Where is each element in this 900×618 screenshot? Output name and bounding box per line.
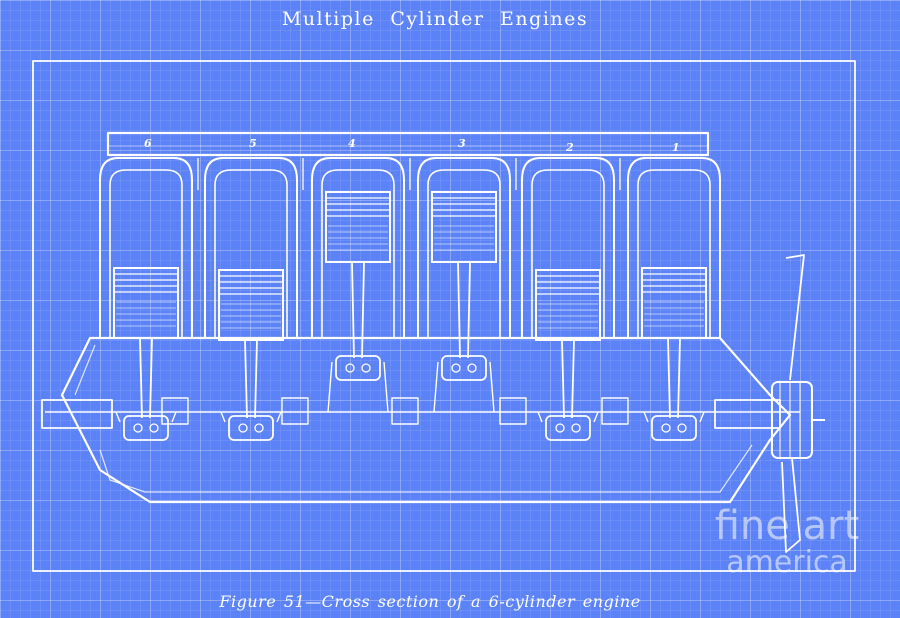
bearing-bolt — [361, 363, 371, 373]
cylinder-bore — [637, 169, 711, 338]
cylinder-bore — [321, 169, 395, 338]
crank-throw — [537, 411, 599, 423]
cylinder-jacket — [417, 157, 511, 338]
bearing-bolt — [661, 423, 671, 433]
rear-bearing — [714, 399, 781, 429]
cylinder-label: 4 — [348, 137, 356, 150]
piston — [641, 267, 707, 339]
cylinder-jacket — [521, 157, 615, 338]
crank-throw — [115, 411, 177, 423]
watermark-logo: fine art america — [692, 506, 882, 578]
big-end-bearing — [545, 415, 591, 441]
crank-throw — [433, 361, 495, 413]
cylinder-bore — [109, 169, 183, 338]
connecting-rod — [561, 339, 575, 419]
cylinder-jacket — [627, 157, 721, 338]
connecting-rod — [667, 337, 681, 419]
piston — [113, 267, 179, 339]
head-bar — [106, 131, 710, 157]
figure-caption: Figure 51—Cross section of a 6-cylinder … — [219, 592, 641, 611]
crank-throw — [643, 411, 705, 423]
fan-blade — [781, 254, 805, 553]
frame-border — [32, 60, 856, 572]
bearing-bolt — [345, 363, 355, 373]
bearing-bolt — [254, 423, 264, 433]
cylinder-jacket — [99, 157, 193, 338]
cylinder-number-labels: 6 5 4 3 2 1 — [144, 137, 680, 154]
piston — [535, 269, 601, 341]
cylinder-bore — [531, 169, 605, 338]
big-end-bearing — [335, 355, 381, 381]
cylinder-jacket — [311, 157, 405, 338]
big-end-bearing — [441, 355, 487, 381]
bearing-bolt — [238, 423, 248, 433]
big-end-bearing — [123, 415, 169, 441]
big-end-bearing — [651, 415, 697, 441]
bearing-bolt — [149, 423, 159, 433]
connecting-rod — [351, 261, 365, 359]
connecting-rod — [244, 339, 258, 419]
piston — [325, 191, 391, 263]
piston — [218, 269, 284, 341]
cylinder-label: 2 — [565, 141, 574, 154]
cylinder-bore — [427, 169, 501, 338]
big-end-bearing — [228, 415, 274, 441]
bearing-bolt — [451, 363, 461, 373]
flywheel — [771, 381, 813, 459]
crank-throw — [220, 411, 282, 423]
front-bearing — [41, 399, 113, 429]
bearing-bolt — [467, 363, 477, 373]
bearing-bolt — [133, 423, 143, 433]
bearing-bolt — [571, 423, 581, 433]
cylinder-label: 5 — [249, 137, 257, 150]
connecting-rod — [457, 261, 471, 359]
piston — [431, 191, 497, 263]
page-title: Multiple Cylinder Engines — [281, 8, 589, 30]
crank-throw — [327, 361, 389, 413]
bearing-bolt — [555, 423, 565, 433]
bearing-bolt — [677, 423, 687, 433]
watermark-line: america — [726, 545, 848, 580]
connecting-rod — [139, 337, 153, 419]
cylinder-label: 6 — [144, 137, 152, 150]
watermark-line: fine art — [714, 503, 860, 549]
cylinder-label: 1 — [672, 141, 680, 154]
cylinder-bore — [214, 169, 288, 338]
crankcase — [60, 336, 792, 504]
cylinder-jacket — [204, 157, 298, 338]
cylinder-label: 3 — [458, 137, 466, 150]
